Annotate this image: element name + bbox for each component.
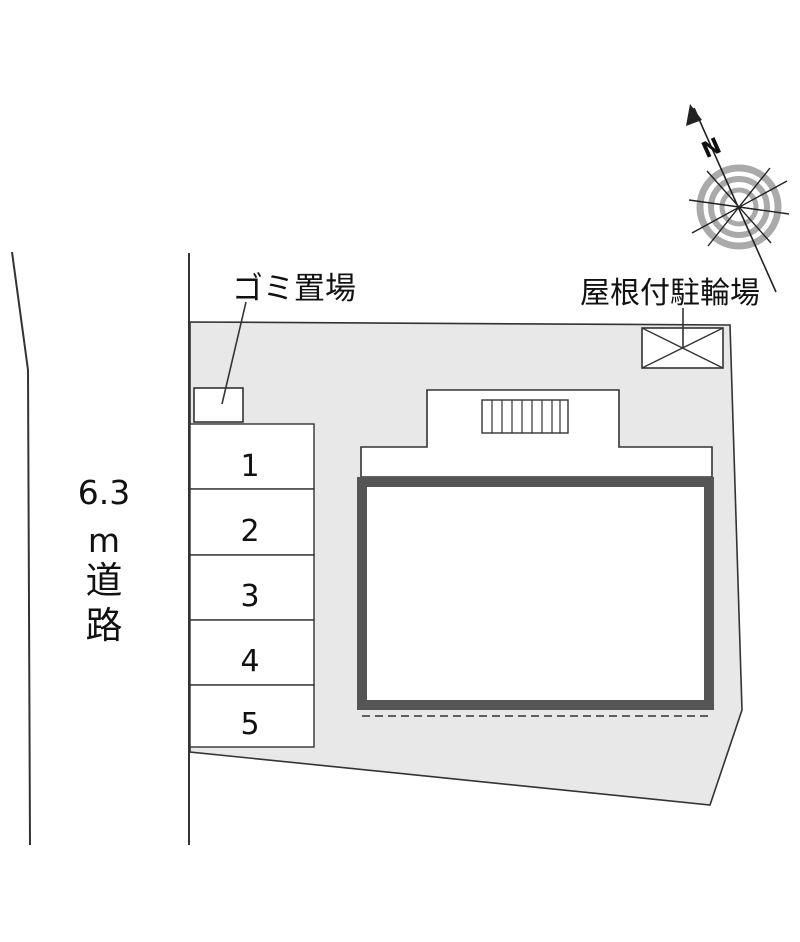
parking-number: 3	[240, 579, 259, 614]
road-name-char: 道	[86, 559, 123, 602]
road-edge-left	[11, 251, 31, 846]
parking-number: 5	[240, 707, 259, 742]
parking-area: 1 2 3 4 5	[189, 423, 315, 748]
road-name-char: 路	[86, 604, 123, 647]
parking-number: 4	[240, 644, 259, 679]
compass-icon	[686, 104, 790, 293]
parking-space-1	[189, 423, 315, 490]
garbage-label: ゴミ置場	[232, 271, 356, 307]
parking-space-2	[189, 488, 315, 556]
road-unit-label: m	[88, 521, 120, 560]
stairs-icon	[481, 399, 569, 434]
building-main	[357, 477, 714, 710]
parking-number: 1	[240, 449, 259, 484]
bicycle-parking-label: 屋根付駐輪場	[580, 276, 760, 311]
garbage-area-box	[193, 387, 244, 423]
road-width-label: 6.3	[78, 473, 130, 512]
parking-space-5	[189, 684, 315, 748]
compass-north-label: N	[698, 134, 725, 164]
parking-number: 2	[240, 514, 259, 549]
garbage-leader-line	[221, 301, 247, 405]
